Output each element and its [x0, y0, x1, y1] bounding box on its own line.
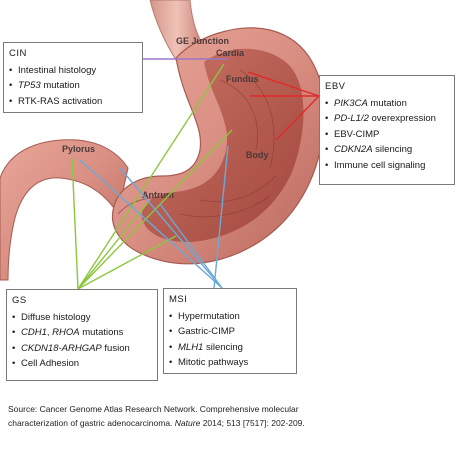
- list-item: Mitotic pathways: [169, 355, 291, 371]
- list-item: RTK-RAS activation: [9, 94, 137, 110]
- duodenum-shape: [0, 139, 129, 281]
- list-item: MLH1 silencing: [169, 340, 291, 356]
- list-item: TP53 mutation: [9, 78, 137, 94]
- gs-list: Diffuse histology CDH1, RHOA mutations C…: [12, 310, 152, 372]
- list-item: Diffuse histology: [12, 310, 152, 326]
- label-antrum: Antrum: [142, 190, 174, 200]
- list-item: Gastric-CIMP: [169, 324, 291, 340]
- list-item: Immune cell signaling: [325, 158, 449, 174]
- ebv-title: EBV: [325, 81, 346, 92]
- label-fundus: Fundus: [226, 74, 259, 84]
- source-line-1: Source: Cancer Genome Atlas Research Net…: [8, 404, 299, 414]
- list-item: EBV-CIMP: [325, 127, 449, 143]
- list-item: PD-L1/2 overexpression: [325, 111, 449, 127]
- label-ge-junction: GE Junction: [176, 36, 229, 46]
- list-item: CDH1, RHOA mutations: [12, 325, 152, 341]
- gs-title: GS: [12, 295, 27, 306]
- cdkn2a-gene: CDKN2A: [334, 144, 373, 155]
- cin-box: CIN Intestinal histology TP53 mutation R…: [3, 42, 143, 113]
- pik3ca-gene: PIK3CA: [334, 97, 368, 109]
- list-item: PIK3CA mutation: [325, 96, 449, 112]
- pylorus-channel: [117, 197, 171, 215]
- ebv-connector-lines: [247, 71, 320, 141]
- label-body: Body: [246, 150, 269, 160]
- msi-connector-lines: [79, 145, 229, 289]
- list-item: Cell Adhesion: [12, 356, 152, 372]
- cdh1-rhoa-genes: CDH1: [21, 327, 47, 338]
- gs-box: GS Diffuse histology CDH1, RHOA mutation…: [6, 289, 158, 381]
- msi-list: Hypermutation Gastric-CIMP MLH1 silencin…: [169, 309, 291, 371]
- pd-l1-gene: PD-L1/2: [334, 113, 369, 124]
- ebv-box: EBV PIK3CA mutation PD-L1/2 overexpressi…: [319, 75, 455, 185]
- label-cardia: Cardia: [216, 48, 245, 58]
- tp53-gene: TP53: [18, 80, 41, 91]
- list-item: CDKN2A silencing: [325, 142, 449, 158]
- msi-box: MSI Hypermutation Gastric-CIMP MLH1 sile…: [163, 288, 297, 374]
- msi-title: MSI: [169, 294, 188, 305]
- journal-name: Nature: [174, 417, 201, 428]
- cin-title: CIN: [9, 48, 27, 59]
- cin-list: Intestinal histology TP53 mutation RTK-R…: [9, 63, 137, 110]
- ebv-list: PIK3CA mutation PD-L1/2 overexpression E…: [325, 96, 449, 174]
- ckdn18-arhgap-genes: CKDN18-ARHGAP: [21, 342, 102, 354]
- mlh1-gene: MLH1: [178, 341, 204, 353]
- list-item: Hypermutation: [169, 309, 291, 325]
- source-line-2: characterization of gastric adenocarcino…: [8, 417, 305, 428]
- list-item: Intestinal histology: [9, 63, 137, 79]
- stomach-inner-lining: [141, 48, 304, 242]
- list-item: CKDN18-ARHGAP fusion: [12, 341, 152, 357]
- label-pylorus: Pylorus: [62, 144, 95, 154]
- source-citation: Source: Cancer Genome Atlas Research Net…: [8, 403, 448, 430]
